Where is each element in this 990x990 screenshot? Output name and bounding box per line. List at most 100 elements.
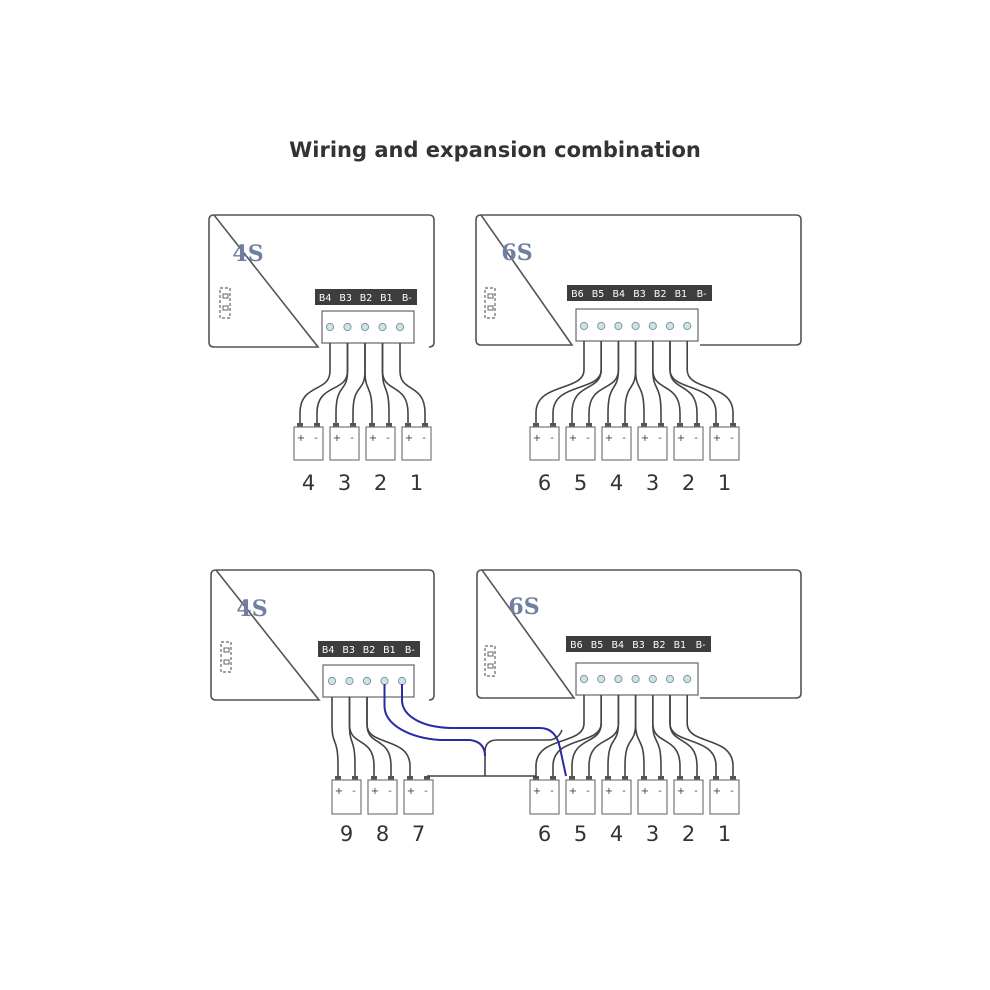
battery-plus-sign: + (605, 786, 613, 797)
battery-terminal-minus (730, 776, 736, 780)
battery-terminal-plus (605, 423, 611, 427)
battery-number: 5 (574, 471, 587, 495)
terminal-pin (360, 322, 370, 332)
battery-terminal-minus (694, 776, 700, 780)
battery-plus-sign: + (371, 786, 379, 797)
wire (348, 697, 375, 776)
battery-cell: +-5 (565, 776, 596, 846)
terminal-pin (362, 676, 372, 686)
pin-label: B4 (322, 645, 335, 656)
pin-label: B2 (360, 293, 373, 304)
pin-label: B2 (654, 289, 667, 300)
battery-terminal-minus (352, 776, 358, 780)
battery-number: 3 (338, 471, 351, 495)
battery-body (637, 426, 668, 461)
board-outline (475, 214, 802, 346)
pin-label: B3 (342, 645, 355, 656)
battery-plus-sign: + (369, 433, 377, 444)
pin-label: B6 (570, 640, 583, 651)
wire (366, 697, 392, 776)
wire (535, 695, 585, 776)
battery-number: 5 (574, 822, 587, 846)
battery-minus-sign: - (658, 786, 662, 797)
board-outline (208, 214, 435, 348)
battery-plus-sign: + (297, 433, 305, 444)
battery-terminal-plus (569, 776, 575, 780)
battery-terminal-plus (297, 423, 303, 427)
battery-cell: +-2 (673, 776, 704, 846)
pin-label: B4 (613, 289, 626, 300)
battery-body (293, 426, 324, 461)
wire (669, 695, 698, 776)
battery-terminal-plus (641, 423, 647, 427)
battery-body (709, 426, 740, 461)
bus-wire-blue (401, 684, 567, 777)
pin-label: B- (405, 645, 415, 656)
terminal-pin (380, 676, 389, 686)
battery-cell: +-6 (529, 423, 560, 495)
battery-plus-sign: + (641, 786, 649, 797)
battery-minus-sign: - (550, 433, 554, 444)
terminal-pin (665, 321, 675, 331)
pin-header (567, 285, 712, 301)
pin-label: B4 (319, 293, 332, 304)
battery-terminal-minus (424, 776, 430, 780)
battery-cell: +-1 (401, 423, 432, 495)
wire (299, 343, 331, 423)
battery-number: 4 (610, 822, 623, 846)
battery-minus-sign: - (658, 433, 662, 444)
battery-terminal-minus (658, 423, 664, 427)
battery-terminal-plus (677, 423, 683, 427)
battery-number: 3 (646, 822, 659, 846)
battery-terminal-minus (586, 423, 592, 427)
terminal-pin (597, 321, 606, 331)
board-model-label: 6S (501, 240, 532, 266)
battery-cell: +-2 (673, 423, 704, 495)
bus-wire-blue (383, 684, 486, 757)
wire (607, 341, 620, 423)
wire (366, 697, 411, 776)
battery-cell: +-1 (709, 423, 740, 495)
battery-number: 6 (538, 471, 551, 495)
battery-terminal-minus (550, 423, 556, 427)
battery-terminal-minus (388, 776, 394, 780)
battery-plus-sign: + (677, 786, 685, 797)
terminal-pin (327, 676, 337, 686)
wire (669, 341, 717, 423)
battery-cell: +- 3 (637, 776, 668, 846)
pin-label: B1 (675, 289, 688, 300)
battery-minus-sign: - (388, 786, 392, 797)
battery-plus-sign: + (407, 786, 415, 797)
wire (634, 341, 645, 423)
battery-cell: +-6 (529, 776, 560, 846)
battery-terminal-plus (605, 776, 611, 780)
battery-plus-sign: + (605, 433, 613, 444)
pin-label: B1 (383, 645, 396, 656)
pin-label: B5 (592, 289, 605, 300)
battery-terminal-plus (713, 423, 719, 427)
battery-minus-sign: - (586, 786, 590, 797)
battery-number: 9 (340, 822, 353, 846)
battery-terminal-minus (694, 423, 700, 427)
battery-number: 1 (718, 822, 731, 846)
board-connector-icon (484, 645, 496, 677)
terminal-pin (397, 676, 407, 686)
battery-terminal-plus (641, 776, 647, 780)
terminal-pin (648, 674, 657, 684)
battery-cell: +-4 (601, 776, 632, 846)
battery-body (637, 779, 668, 815)
battery-number: 7 (412, 822, 425, 846)
battery-cell: +-5 (565, 423, 596, 495)
battery-minus-sign: - (386, 433, 390, 444)
wire (686, 695, 734, 776)
page-title: Wiring and expansion combination (289, 138, 701, 162)
terminal-pin (343, 322, 352, 332)
terminal-pin (631, 321, 640, 331)
battery-terminal-plus (569, 423, 575, 427)
pin-label: B4 (612, 640, 625, 651)
wire (331, 697, 339, 776)
pin-label: B6 (571, 289, 584, 300)
